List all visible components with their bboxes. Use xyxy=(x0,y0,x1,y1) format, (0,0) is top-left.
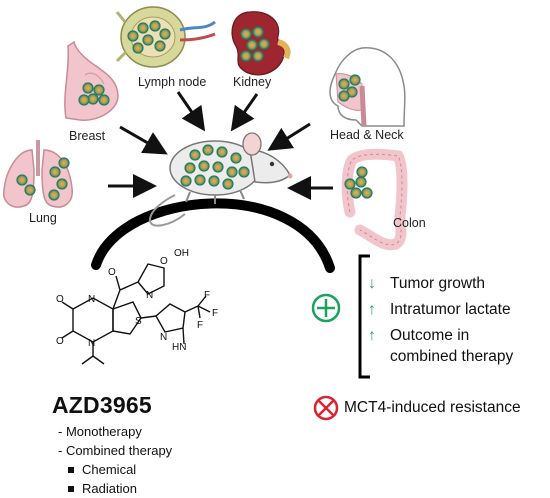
up-arrow-icon: ↑ xyxy=(368,327,376,344)
svg-text:F: F xyxy=(204,290,210,301)
svg-text:F: F xyxy=(197,320,203,331)
drug-uses-list: - Monotherapy - Combined therapy Chemica… xyxy=(58,422,172,498)
down-arrow-icon: ↓ xyxy=(368,275,376,292)
drug-use-item: - Monotherapy xyxy=(58,424,142,439)
svg-text:O: O xyxy=(108,267,116,278)
drug-use-item: - Combined therapy xyxy=(58,443,173,458)
drug-name: AZD3965 xyxy=(52,392,152,418)
label-breast: Breast xyxy=(69,129,106,143)
effect-text: Intratumor lactate xyxy=(390,301,511,318)
effect-row: combined therapy xyxy=(368,346,513,367)
resistance-label: MCT4-induced resistance xyxy=(344,399,521,416)
combined-type-label: Radiation xyxy=(82,481,137,496)
combined-type-label: Chemical xyxy=(82,462,137,477)
effects-list: ↓ Tumor growth ↑ Intratumor lactate ↑ Outco… xyxy=(368,273,513,367)
effect-row: ↑ Outcome in xyxy=(368,325,513,346)
label-kidney: Kidney xyxy=(233,75,272,89)
svg-text:O: O xyxy=(56,336,64,347)
svg-text:HN: HN xyxy=(172,342,186,353)
kidney-icon xyxy=(231,11,291,76)
svg-text:S: S xyxy=(135,316,142,327)
colon-icon xyxy=(341,148,408,251)
label-colon: Colon xyxy=(393,216,426,230)
effect-text: combined therapy xyxy=(390,348,514,365)
label-lymph-node: Lymph node xyxy=(138,75,207,89)
up-arrow-icon: ↑ xyxy=(368,301,376,318)
label-head-neck: Head & Neck xyxy=(330,128,404,142)
lymph-node-icon xyxy=(115,6,216,68)
effect-text: Tumor growth xyxy=(390,275,486,292)
svg-text:N: N xyxy=(88,294,95,305)
effect-text: Outcome in xyxy=(390,327,470,344)
svg-text:O: O xyxy=(160,256,168,267)
effect-row: ↑ Intratumor lactate xyxy=(368,299,513,320)
svg-text:N: N xyxy=(146,290,153,301)
effects-bracket xyxy=(358,254,370,379)
x-circle-icon xyxy=(313,395,339,421)
svg-text:OH: OH xyxy=(174,248,189,259)
arch xyxy=(91,198,335,273)
combined-type-item: Radiation xyxy=(58,479,172,498)
molecule-structure xyxy=(61,263,211,365)
svg-text:N: N xyxy=(88,338,95,349)
plus-circle-icon xyxy=(311,293,341,323)
bullet-square-icon xyxy=(68,466,74,473)
svg-text:F: F xyxy=(212,308,218,319)
head-neck-icon xyxy=(329,47,406,127)
lung-icon xyxy=(3,140,73,208)
breast-icon xyxy=(64,40,119,121)
label-lung: Lung xyxy=(29,211,57,225)
bullet-square-icon xyxy=(68,485,74,492)
combined-type-item: Chemical xyxy=(58,460,172,479)
effect-row: ↓ Tumor growth xyxy=(368,273,513,294)
svg-text:N: N xyxy=(160,332,167,343)
svg-text:O: O xyxy=(56,294,64,305)
